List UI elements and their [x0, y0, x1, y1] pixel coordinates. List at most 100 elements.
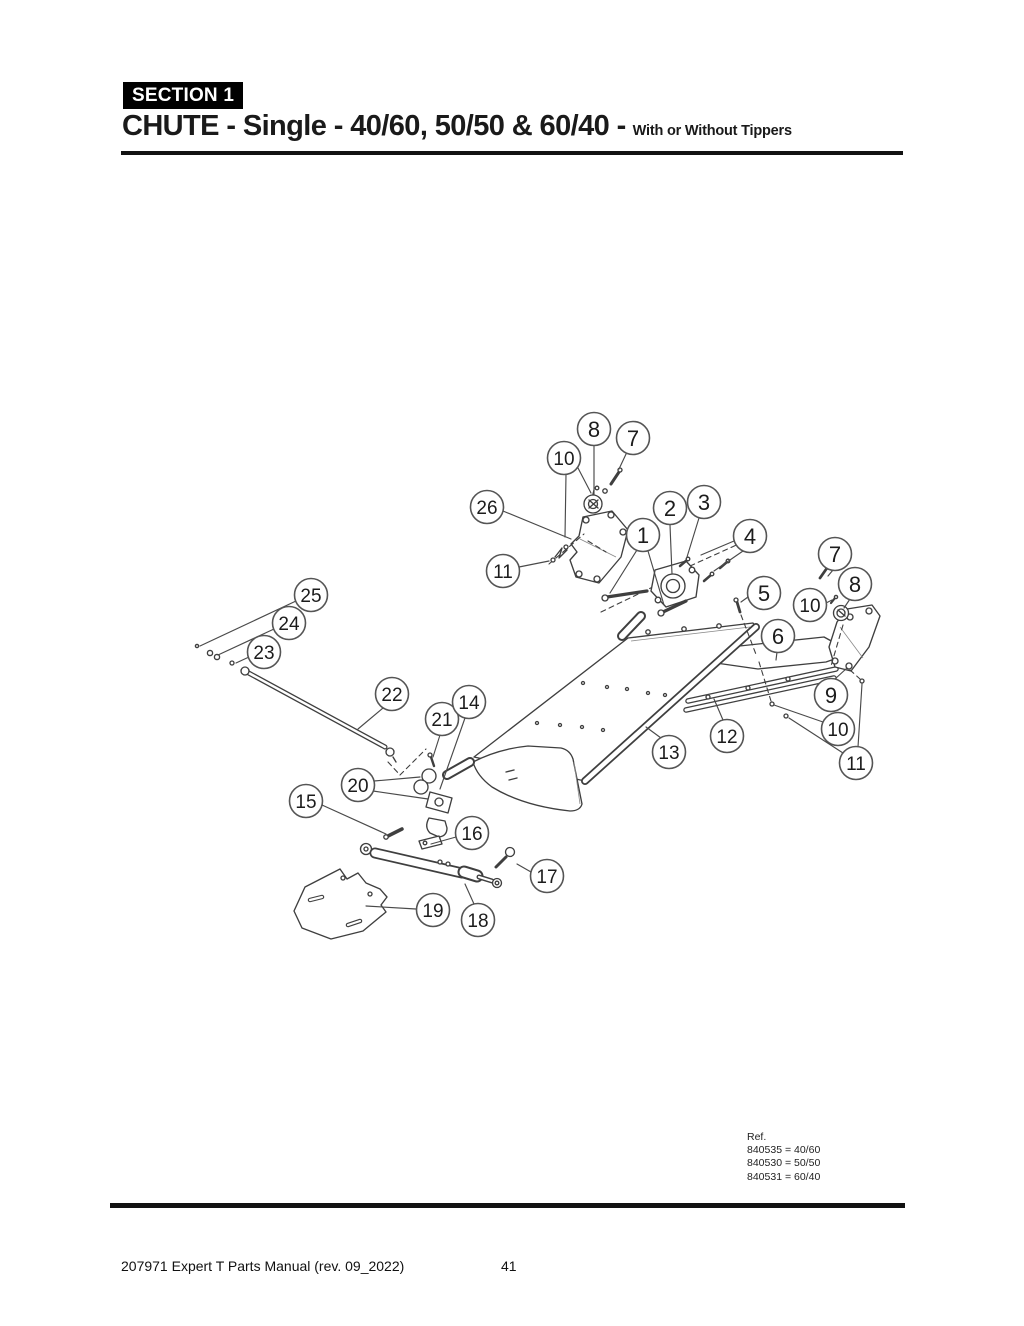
callout-number: 8 [588, 417, 600, 442]
callout-balloon [813, 677, 849, 713]
callout-5: 5 [740, 575, 782, 611]
deflector-skirt [472, 745, 583, 812]
callout-number: 17 [536, 867, 557, 888]
callout-7: 7 [817, 536, 853, 577]
callout-number: 8 [849, 572, 861, 597]
callout-number: 16 [461, 824, 482, 845]
callout-balloon [760, 618, 796, 654]
callout-balloon [529, 858, 565, 894]
callout-number: 24 [278, 614, 300, 635]
header-rule [121, 151, 903, 155]
callout-number: 20 [347, 776, 368, 797]
callout-10: 10 [546, 440, 592, 538]
callout-number: 11 [846, 754, 866, 775]
section-badge: SECTION 1 [123, 82, 244, 109]
callout-balloon [340, 767, 376, 803]
hydraulic-cylinder [359, 842, 503, 889]
page-title: CHUTE - Single - 40/60, 50/50 & 60/40 - … [122, 110, 792, 143]
callout-balloon [838, 745, 874, 781]
mount-bracket-right [769, 564, 881, 719]
callout-leader-line [686, 517, 700, 558]
callout-number: 13 [658, 743, 679, 764]
callout-leader-line [217, 628, 275, 656]
pivot-trunnion-assembly [383, 752, 475, 850]
callout-10: 10 [773, 704, 856, 747]
callout-leader-line [564, 473, 567, 538]
callout-number: 15 [295, 792, 316, 813]
callout-3: 3 [686, 484, 722, 558]
callout-leader-line [365, 905, 417, 910]
callout-11: 11 [485, 553, 550, 589]
flange-bearing-assembly [600, 537, 753, 617]
footer-text: 207971 Expert T Parts Manual (rev. 09_20… [121, 1258, 405, 1274]
ref-label: Ref. [747, 1131, 767, 1143]
ref-line: 840531 = 60/40 [747, 1170, 821, 1183]
callout-number: 18 [467, 911, 488, 932]
bolt-5 [733, 597, 772, 702]
callout-number: 26 [476, 498, 497, 519]
callout-4: 4 [700, 518, 768, 572]
callout-balloon [817, 536, 853, 572]
callout-balloon [271, 605, 307, 641]
callout-number: 10 [553, 449, 574, 470]
pivot-pin-15 [383, 827, 404, 840]
callout-balloon [288, 783, 324, 819]
callout-9: 9 [813, 667, 849, 713]
callout-balloon [293, 577, 329, 613]
callout-leader-line [235, 656, 250, 664]
shield-plate [293, 868, 388, 940]
ref-block: Ref. 840535 = 40/60 840530 = 50/50 84053… [747, 1131, 820, 1184]
panel-pivot-tube-top [617, 611, 646, 641]
callout-leader-line [609, 549, 638, 594]
callout-24: 24 [217, 605, 307, 656]
bracket-left-fasteners [548, 467, 623, 565]
callout-number: 12 [716, 727, 737, 748]
callout-balloon [451, 684, 487, 720]
callout-18: 18 [460, 883, 496, 938]
callout-leader-line [700, 540, 735, 556]
callout-balloon [374, 676, 410, 712]
callout-number: 1 [637, 523, 649, 548]
callout-25: 25 [199, 577, 329, 647]
callout-leader-line [857, 683, 863, 748]
callout-leader-line [516, 863, 532, 873]
callout-balloon [746, 575, 782, 611]
callout-number: 6 [772, 624, 784, 649]
callout-leader-line [432, 734, 441, 758]
callout-23: 23 [235, 634, 282, 670]
clevis-pin-17 [494, 846, 516, 869]
callout-21: 21 [424, 701, 460, 758]
callout-leader-line [645, 726, 662, 739]
callout-number: 22 [381, 685, 402, 706]
callout-balloon [625, 517, 661, 553]
callout-leader-line [357, 707, 384, 730]
callout-15: 15 [288, 783, 387, 835]
callout-leader-line [647, 550, 665, 606]
ref-line: 840535 = 40/60 [747, 1144, 821, 1157]
callout-19: 19 [365, 892, 451, 928]
callout-number: 7 [829, 542, 841, 567]
callout-leader-line [740, 596, 749, 603]
callout-2: 2 [652, 490, 688, 575]
callout-number: 21 [431, 710, 452, 731]
callout-balloon [615, 420, 651, 456]
callout-leader-line [518, 560, 550, 568]
callout-number: 3 [698, 490, 710, 515]
callout-number: 5 [758, 581, 770, 606]
callout-balloon [651, 734, 687, 770]
callout-leader-line [834, 667, 848, 680]
callout-balloon [709, 718, 745, 754]
callout-12: 12 [709, 698, 745, 754]
callout-number: 4 [744, 524, 756, 549]
mount-bracket-left [548, 467, 629, 584]
callout-balloon [732, 518, 768, 554]
callout-balloon [576, 411, 612, 447]
flange-bushing-right [832, 604, 850, 622]
callout-balloon [485, 553, 521, 589]
callout-8: 8 [837, 566, 873, 609]
footer-rule [110, 1203, 905, 1208]
callout-leader-line [713, 550, 744, 572]
callout-number: 11 [493, 562, 513, 583]
